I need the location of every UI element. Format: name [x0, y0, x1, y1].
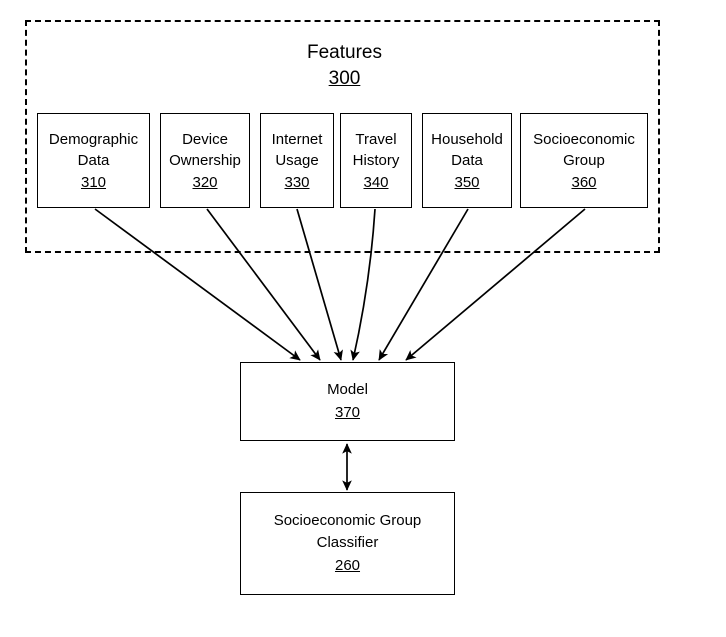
feature-ref-internet-usage: 330	[284, 173, 310, 191]
feature-box-internet-usage: Internet Usage 330	[260, 113, 334, 208]
feature-ref-device-ownership: 320	[192, 173, 218, 191]
features-group-ref: 300	[27, 66, 662, 91]
model-ref: 370	[334, 404, 361, 421]
features-group-ref-value: 300	[328, 68, 361, 89]
features-group-title: Features	[307, 42, 382, 63]
feature-box-socioeconomic-group: Socioeconomic Group 360	[520, 113, 648, 208]
feature-box-household-data: Household Data 350	[422, 113, 512, 208]
feature-label-socioeconomic-group: Socioeconomic Group	[533, 130, 635, 169]
feature-label-travel-history: Travel History	[352, 130, 400, 169]
feature-box-demographic-data: Demographic Data 310	[37, 113, 150, 208]
feature-label-internet-usage: Internet Usage	[271, 130, 323, 169]
feature-ref-socioeconomic-group: 360	[571, 173, 597, 191]
features-group-container: Features 300	[25, 20, 660, 253]
model-label: Model	[327, 381, 368, 398]
feature-box-device-ownership: Device Ownership 320	[160, 113, 250, 208]
feature-box-travel-history: Travel History 340	[340, 113, 412, 208]
classifier-label: Socioeconomic Group Classifier	[273, 512, 422, 551]
classifier-ref: 260	[334, 557, 361, 574]
feature-ref-travel-history: 340	[363, 173, 389, 191]
feature-ref-demographic-data: 310	[80, 173, 107, 191]
feature-ref-household-data: 350	[454, 173, 480, 191]
model-box: Model 370	[240, 362, 455, 441]
classifier-box: Socioeconomic Group Classifier 260	[240, 492, 455, 595]
feature-label-household-data: Household Data	[431, 130, 503, 169]
feature-label-device-ownership: Device Ownership	[169, 130, 241, 169]
feature-label-demographic-data: Demographic Data	[48, 130, 139, 169]
